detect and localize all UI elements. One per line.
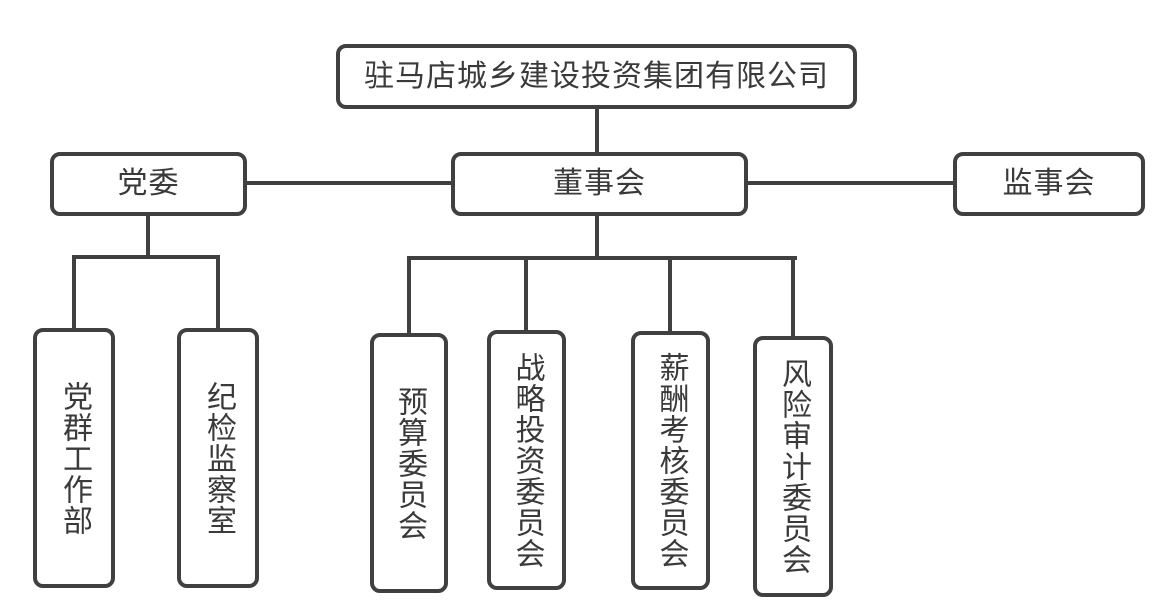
node-compensation-assessment-committee: 薪酬考核委员会 [631, 331, 710, 590]
node-discipline-inspection-office: 纪检监察室 [177, 328, 259, 588]
node-party-mass-work-dept-label: 党群工作部 [58, 380, 91, 536]
node-party-committee-label: 党委 [117, 167, 180, 200]
node-budget-committee-label: 预算委员会 [393, 385, 426, 541]
connector-drop-party-mass-dept [72, 259, 76, 328]
node-risk-audit-committee-label: 风险审计委员会 [777, 358, 810, 575]
node-strategic-investment-committee-label: 战略投资委员会 [510, 351, 544, 569]
node-board-of-directors-label: 董事会 [553, 167, 646, 200]
connector-drop-risk-audit-committee [791, 260, 795, 336]
node-discipline-inspection-office-label: 纪检监察室 [202, 380, 235, 536]
connector-party-board [247, 181, 451, 185]
node-party-committee: 党委 [50, 152, 247, 216]
connector-company-board [595, 109, 599, 152]
connector-drop-strategic-committee [524, 260, 528, 330]
node-company-label: 驻马店城乡建设投资集团有限公司 [364, 59, 829, 93]
node-supervisory-board: 监事会 [953, 152, 1145, 216]
node-budget-committee: 预算委员会 [370, 333, 448, 593]
node-risk-audit-committee: 风险审计委员会 [753, 336, 833, 597]
connector-drop-discipline-office [216, 259, 220, 328]
node-compensation-assessment-committee-label: 薪酬考核委员会 [654, 352, 688, 569]
node-company-root: 驻马店城乡建设投资集团有限公司 [336, 44, 857, 109]
connector-board-stem [595, 216, 599, 258]
node-party-mass-work-dept: 党群工作部 [33, 328, 115, 588]
connector-board-branch-bar [407, 256, 797, 260]
node-board-of-directors: 董事会 [451, 152, 748, 216]
connector-drop-budget-committee [407, 260, 411, 333]
connector-drop-compensation-committee [668, 260, 672, 331]
connector-party-stem [146, 216, 150, 257]
connector-board-supervisory [748, 181, 953, 185]
node-strategic-investment-committee: 战略投资委员会 [487, 330, 566, 590]
connector-party-branch-bar [72, 255, 220, 259]
node-supervisory-board-label: 监事会 [1002, 167, 1096, 200]
